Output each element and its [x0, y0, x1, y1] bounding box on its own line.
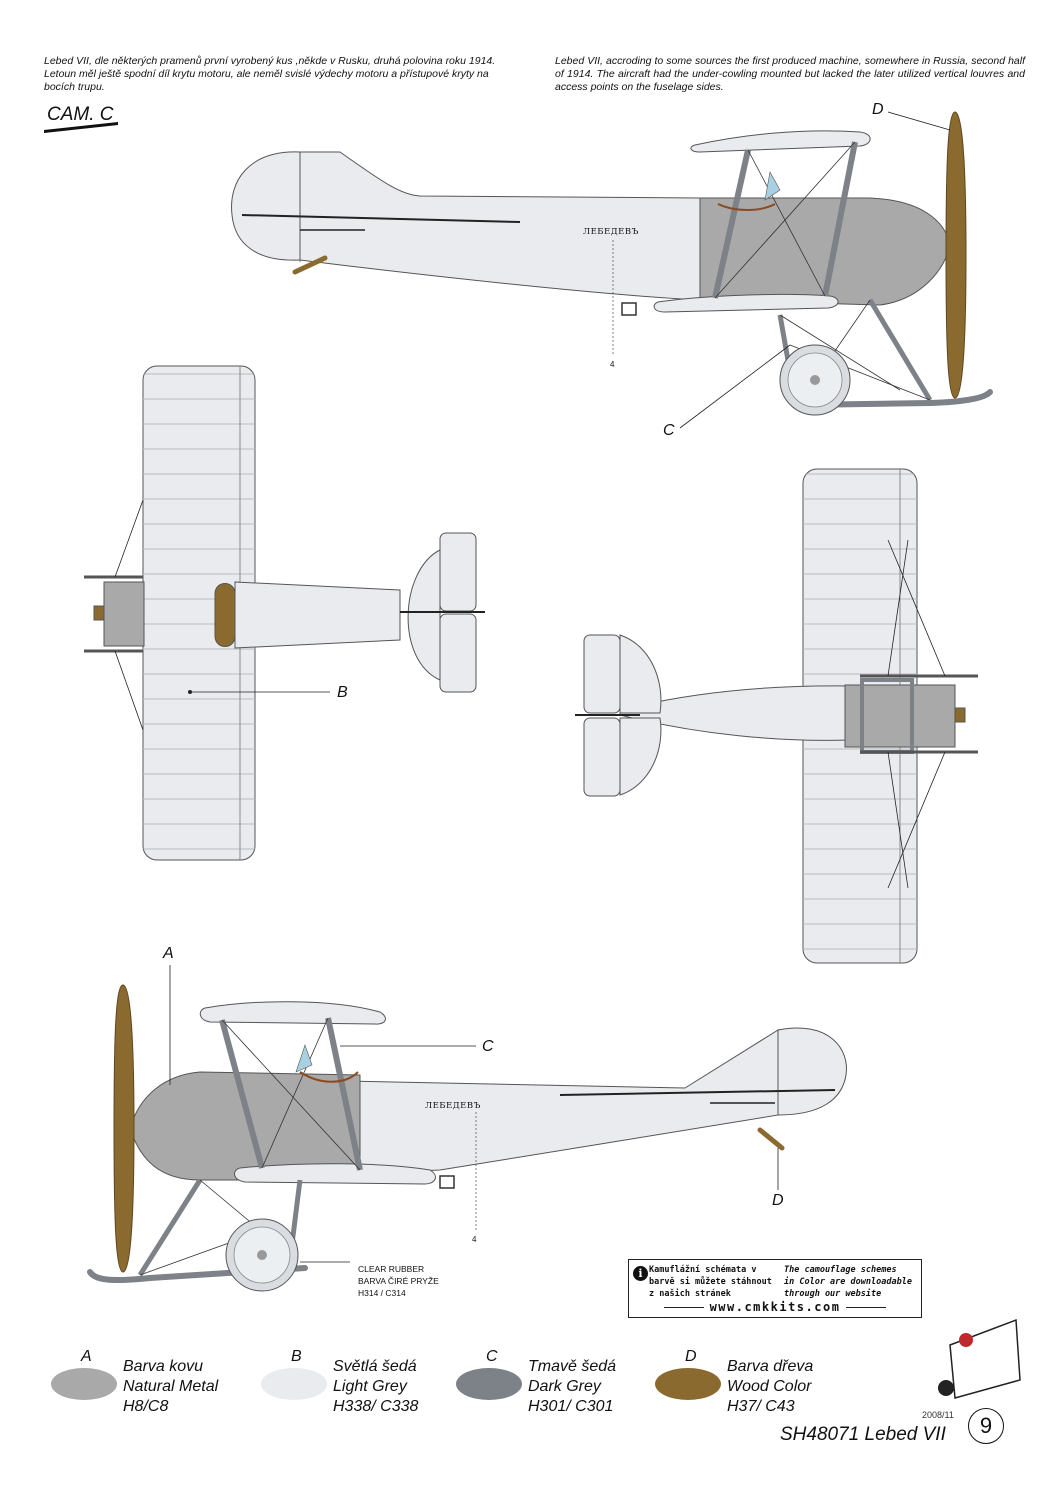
- info-icon: i: [633, 1266, 648, 1281]
- callout-b: B: [337, 684, 348, 701]
- legend-paint-code: H8/C8: [123, 1398, 169, 1415]
- callout-c-top: C: [663, 422, 675, 439]
- legend-letter: D: [685, 1348, 697, 1365]
- intro-text-czech: Lebed VII, dle některých pramenů první v…: [44, 55, 496, 93]
- legend-name-czech: Barva kovu: [123, 1358, 204, 1375]
- info-en-line-2: in Color are downloadable: [784, 1277, 912, 1287]
- info-cz-line-3: z našich stránek: [649, 1289, 731, 1299]
- info-en-line-3: through our website: [784, 1289, 882, 1299]
- issue-date: 2008/11: [922, 1410, 954, 1420]
- intro-text-english: Lebed VII, accroding to some sources the…: [555, 55, 1025, 93]
- legend-name-english: Wood Color: [727, 1378, 812, 1395]
- legend-paint-code: H37/ C43: [727, 1398, 795, 1415]
- callout-d-bottom: D: [772, 1192, 784, 1209]
- color-swatch: [655, 1368, 721, 1400]
- color-swatch: [456, 1368, 522, 1400]
- color-swatch: [51, 1368, 117, 1400]
- gunze-sangyo-logo: [938, 1318, 1021, 1399]
- legend-letter: B: [291, 1348, 302, 1365]
- color-swatch: [261, 1368, 327, 1400]
- fuselage-inscription-bottom: ЛЕБЕДЕВЪ: [425, 1101, 481, 1111]
- callout-c-bottom: C: [482, 1038, 494, 1055]
- decal-number-bottom: 4: [472, 1235, 477, 1244]
- legend-letter: C: [486, 1348, 498, 1365]
- info-cz-line-2: barvě si můžete stáhnout: [649, 1277, 772, 1287]
- info-text-english: The camouflage schemes in Color are down…: [784, 1264, 912, 1300]
- side-view-left: [87, 965, 847, 1292]
- clear-rubber-note: CLEAR RUBBER BARVA ČIRÉ PRYŽE H314 / C31…: [358, 1263, 439, 1299]
- legend-paint-code: H301/ C301: [528, 1398, 614, 1415]
- scheme-underline: [44, 122, 118, 133]
- side-view-right: [231, 111, 993, 429]
- info-en-line-1: The camouflage schemes: [784, 1265, 897, 1275]
- model-title: SH48071 Lebed VII: [780, 1424, 946, 1445]
- legend-name-czech: Barva dřeva: [727, 1358, 814, 1375]
- legend-paint-code: H338/ C338: [333, 1398, 419, 1415]
- info-text-czech: Kamuflážní schémata v barvě si můžete st…: [649, 1264, 772, 1300]
- legend-name-czech: Tmavě šedá: [528, 1358, 617, 1375]
- legend-name-czech: Světlá šedá: [333, 1358, 417, 1375]
- decal-number-top: 4: [610, 360, 615, 369]
- clear-rubber-line-1: CLEAR RUBBER: [358, 1264, 425, 1274]
- clear-rubber-line-2: BARVA ČIRÉ PRYŽE: [358, 1276, 439, 1286]
- fuselage-inscription-top: ЛЕБЕДЕВЪ: [583, 227, 639, 237]
- plan-view-top: [84, 365, 485, 861]
- page-number: 9: [968, 1408, 1004, 1444]
- callout-d-top: D: [872, 101, 884, 118]
- legend-name-english: Dark Grey: [528, 1378, 601, 1395]
- download-info-box: i Kamuflážní schémata v barvě si můžete …: [628, 1259, 922, 1318]
- callout-a: A: [163, 945, 174, 962]
- website-url[interactable]: www.cmkkits.com: [709, 1300, 841, 1314]
- plan-view-bottom: [575, 468, 978, 964]
- scheme-title: CAM. C: [47, 104, 114, 125]
- website-link[interactable]: www.cmkkits.com: [629, 1300, 921, 1314]
- clear-rubber-line-3: H314 / C314: [358, 1288, 406, 1298]
- legend-letter: A: [81, 1348, 92, 1365]
- info-cz-line-1: Kamuflážní schémata v: [649, 1265, 757, 1275]
- legend-name-english: Light Grey: [333, 1378, 407, 1395]
- legend-name-english: Natural Metal: [123, 1378, 219, 1395]
